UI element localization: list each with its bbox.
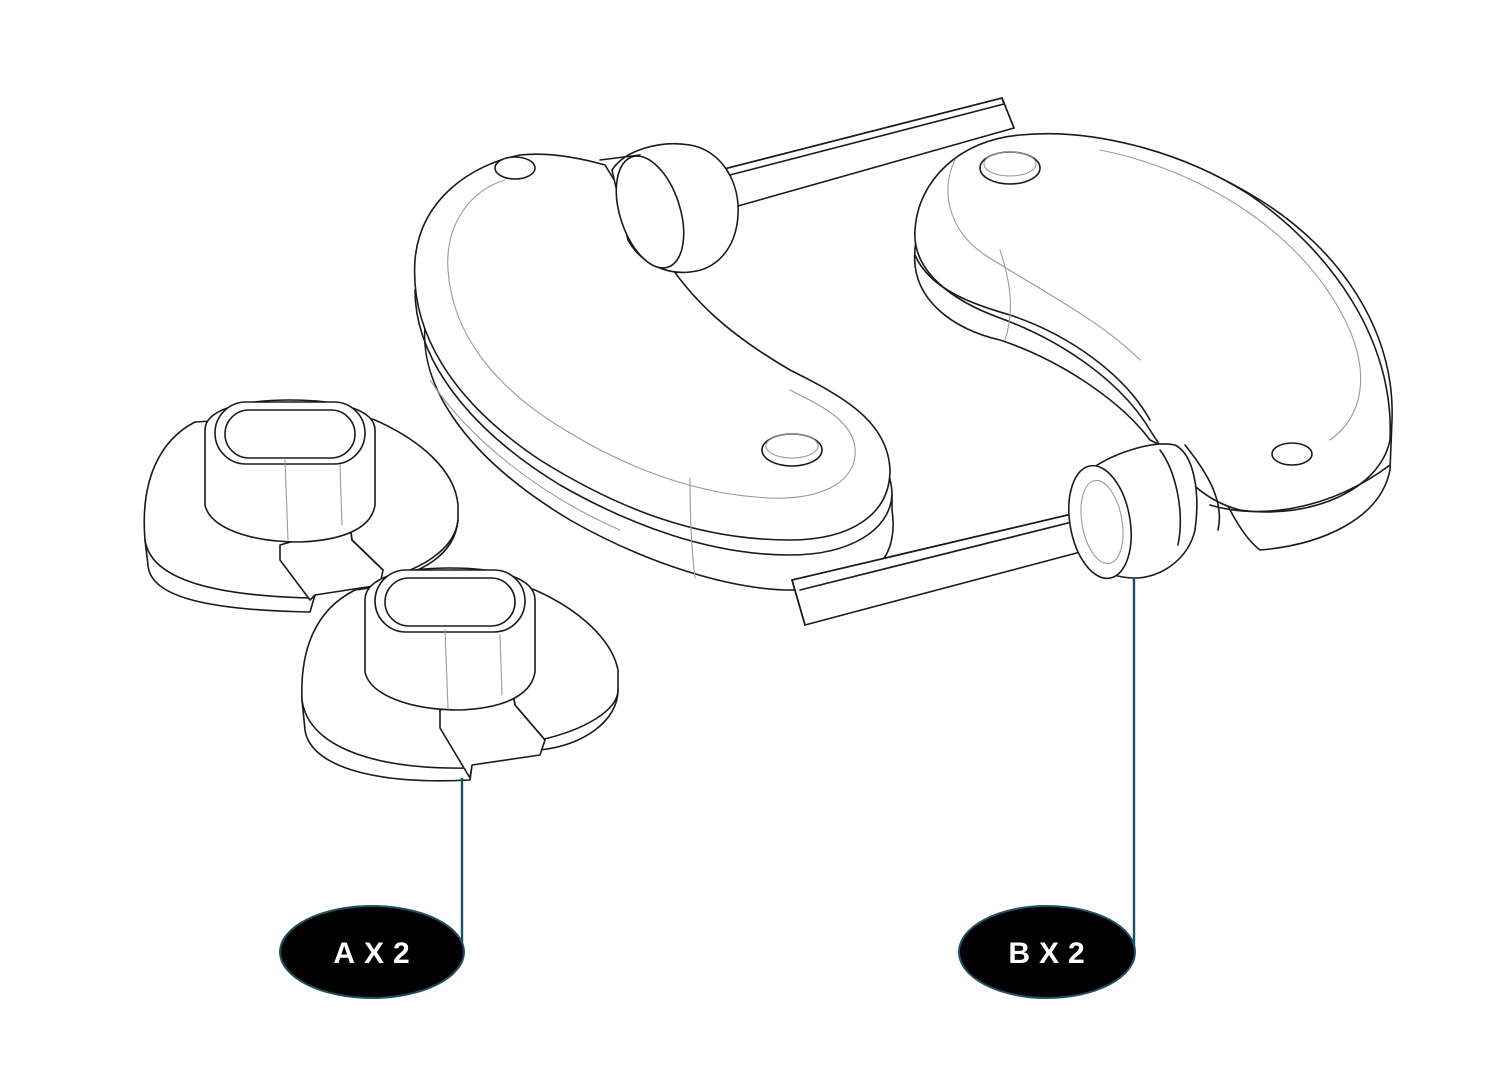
right-handle — [913, 132, 1393, 551]
callout-b-label: BX2 — [1008, 937, 1093, 970]
lower-collar — [1068, 443, 1221, 580]
left-handle — [413, 142, 894, 591]
callout-b-tag[interactable]: BX2 — [958, 905, 1136, 999]
bushing-a-upper — [143, 399, 459, 613]
callout-a-label: AX2 — [333, 937, 418, 970]
bushing-a-lower — [301, 567, 619, 782]
callout-a-tag[interactable]: AX2 — [279, 905, 465, 999]
